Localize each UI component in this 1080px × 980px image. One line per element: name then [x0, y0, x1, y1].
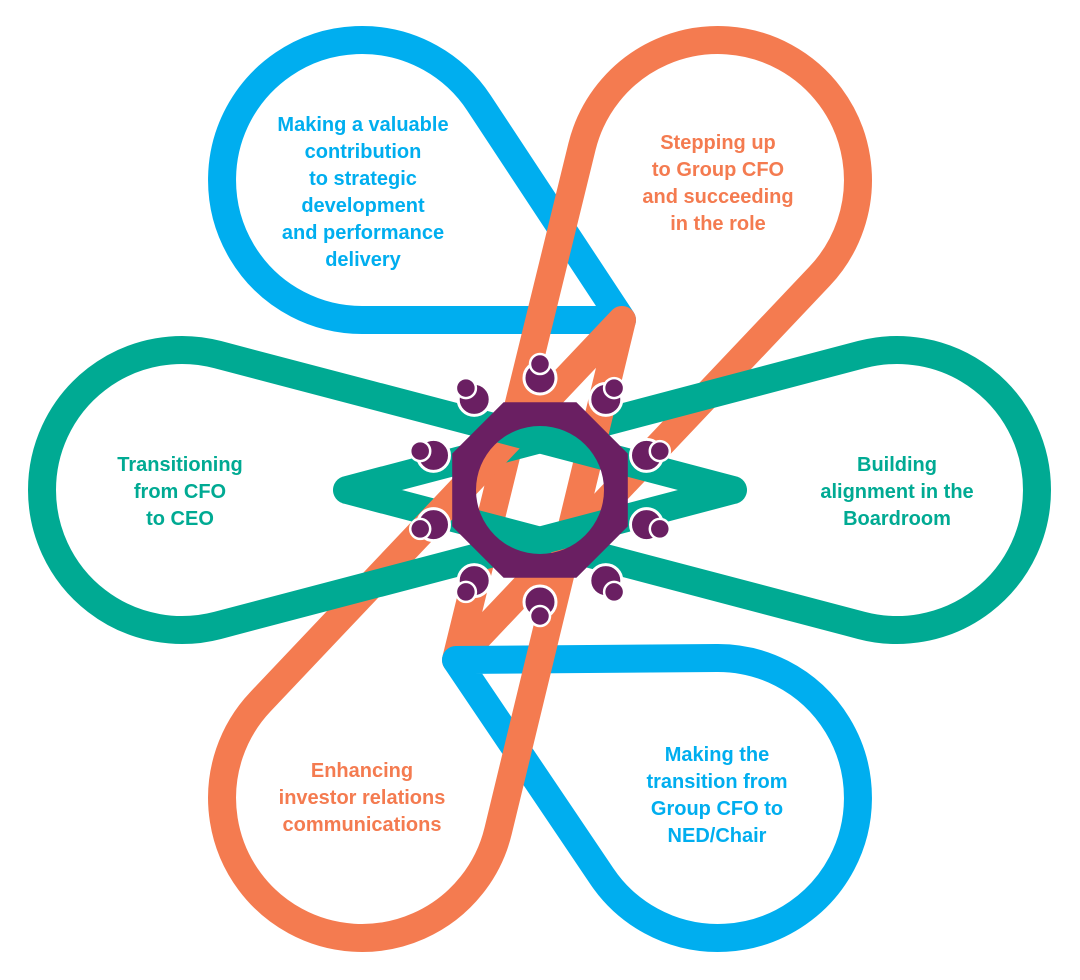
loop-strategic: [208, 26, 636, 334]
boardroom-table-icon: [408, 352, 672, 628]
loop-ribbons: [28, 26, 1051, 952]
label-ned-chair: Making the transition from Group CFO to …: [646, 744, 788, 847]
person-icon: [408, 507, 451, 543]
label-group-cfo: Stepping up to Group CFO and succeeding …: [642, 132, 794, 235]
loop-investor: [208, 306, 636, 952]
label-investor-relations: Enhancing investor relations communicati…: [278, 760, 446, 836]
person-icon: [629, 437, 672, 473]
loop-ned-chair: [442, 643, 872, 952]
person-icon: [588, 563, 626, 604]
person-icon: [629, 507, 672, 543]
person-icon: [522, 584, 558, 628]
person-icon: [454, 376, 492, 417]
loop-ceo: [28, 336, 747, 644]
label-strategic-development: Making a valuable contribution to strate…: [277, 114, 449, 271]
loop-group-cfo: [442, 26, 872, 674]
person-icon: [522, 352, 558, 396]
person-icon: [588, 376, 626, 417]
label-boardroom-alignment: Building alignment in the Boardroom: [820, 454, 974, 530]
person-icon: [408, 437, 451, 473]
label-cfo-to-ceo: Transitioning from CFO to CEO: [117, 454, 243, 530]
loop-boardroom: [333, 336, 1051, 644]
person-icon: [454, 563, 492, 604]
